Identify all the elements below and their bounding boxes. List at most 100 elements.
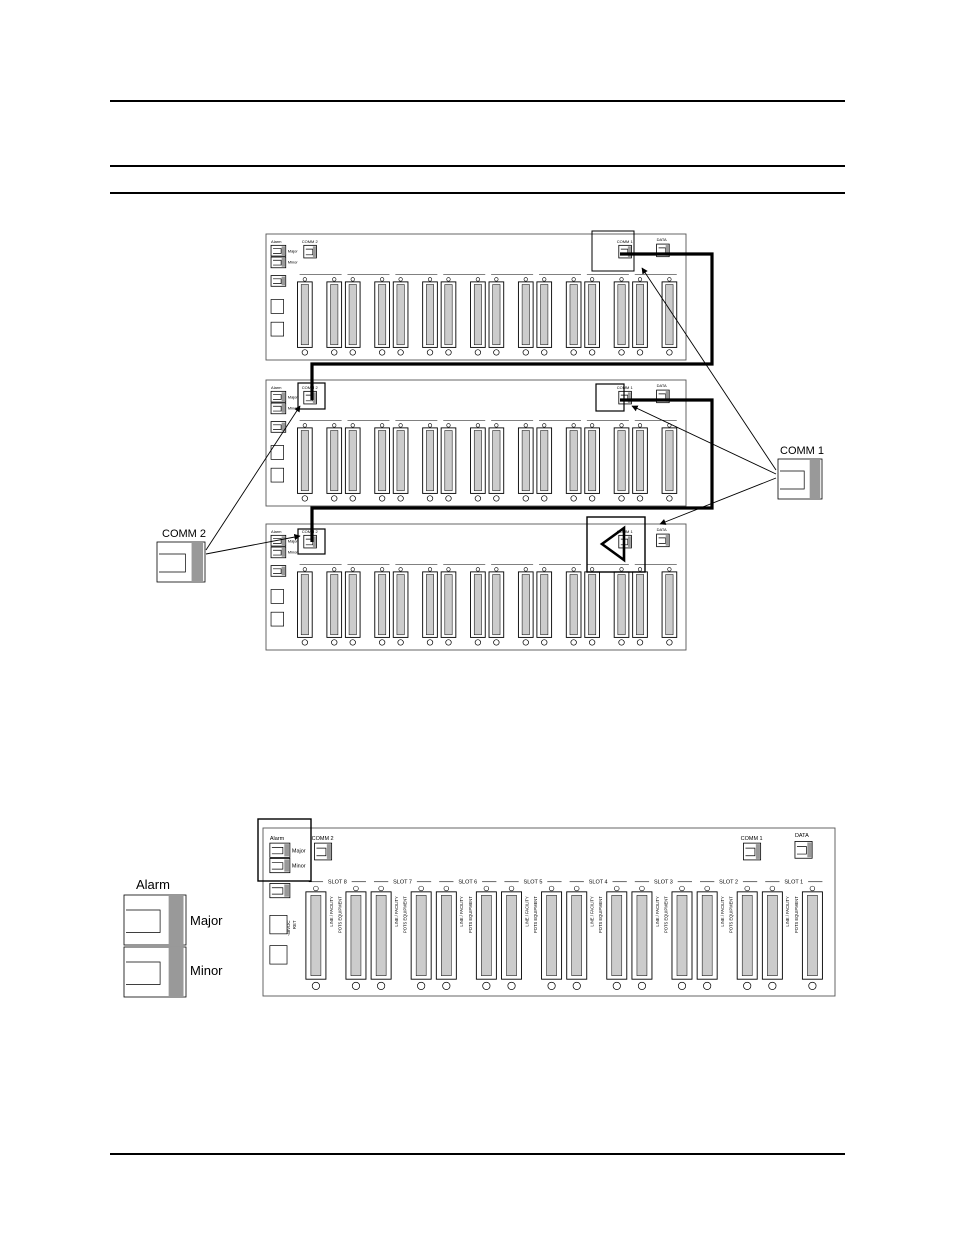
connector-screw-top bbox=[571, 567, 576, 572]
comm1-port bbox=[618, 244, 632, 259]
connector-pins bbox=[426, 430, 434, 492]
connector-screw-top bbox=[475, 423, 480, 428]
connector-screw-bottom bbox=[612, 981, 621, 990]
connector-pins bbox=[396, 430, 405, 492]
data-port-socket bbox=[658, 537, 666, 544]
alarm-major-label: Major bbox=[292, 848, 306, 854]
connector-screw-top bbox=[542, 277, 547, 282]
connector-pins bbox=[636, 895, 648, 976]
connector-pins bbox=[348, 574, 357, 636]
connector-screw-bottom bbox=[379, 495, 386, 502]
slot-label: SLOT 8 bbox=[328, 879, 347, 885]
alarm-major-jack-socket bbox=[273, 394, 282, 400]
connector-screw-top bbox=[443, 885, 449, 892]
comm1-port-label: COMM 1 bbox=[741, 836, 763, 842]
alarm-detail-major-jack bbox=[123, 894, 187, 946]
connector-pins bbox=[378, 284, 387, 346]
connector-screw-top bbox=[302, 277, 307, 282]
aux-jack-latch bbox=[281, 422, 286, 432]
slot-label: SLOT 4 bbox=[589, 879, 608, 885]
aux-jack bbox=[270, 421, 287, 433]
connector-screw-bottom bbox=[636, 639, 644, 646]
alarm-major-jack-socket bbox=[271, 847, 284, 855]
highlight-comm1-shelf2 bbox=[595, 383, 625, 412]
connector-label-line-facility: LINE / FACILITY bbox=[655, 896, 660, 927]
slot-label: SLOT 2 bbox=[719, 879, 738, 885]
connector-screw-bottom bbox=[445, 639, 452, 646]
power-terminal-1 bbox=[270, 445, 284, 460]
connector-label-pots-equipment: POTS EQUIPMENT bbox=[663, 896, 668, 933]
comm2-port-latch bbox=[312, 246, 316, 257]
connector-screw-top bbox=[302, 423, 307, 428]
connector-pins bbox=[330, 284, 339, 346]
connector-screw-bottom bbox=[522, 495, 529, 502]
alarm-major-jack-latch bbox=[281, 392, 286, 402]
alarm-major-jack-body bbox=[270, 390, 287, 403]
connector-screw-top bbox=[637, 567, 643, 572]
connector-screw-top bbox=[380, 423, 385, 428]
connector-pins bbox=[426, 574, 434, 636]
power-terminal-1 bbox=[269, 915, 288, 935]
alarm-detail-minor-jack-socket bbox=[126, 961, 161, 985]
connector-screw-bottom bbox=[703, 981, 712, 990]
alarm-detail-major-label: Major bbox=[190, 913, 223, 928]
comm2-callout-label: COMM 2 bbox=[162, 528, 206, 540]
connector-pins bbox=[611, 895, 623, 976]
connector-pins bbox=[330, 430, 339, 492]
connector-pins bbox=[588, 284, 597, 346]
alarm-minor-jack-socket bbox=[273, 259, 282, 266]
connector-screw-bottom bbox=[331, 495, 338, 502]
power-terminal-2 bbox=[270, 467, 284, 483]
connector-screw-top bbox=[427, 567, 433, 572]
connector-pins bbox=[473, 574, 482, 636]
connector-pins bbox=[569, 574, 578, 636]
comm2-port-label: COMM 2 bbox=[312, 836, 334, 842]
connector-screw-bottom bbox=[331, 639, 338, 646]
alarm-minor-jack-latch bbox=[284, 859, 290, 872]
alarm-major-label: Major bbox=[288, 394, 299, 399]
termination-triangle-icon bbox=[599, 525, 626, 563]
connector-pins bbox=[300, 574, 309, 636]
connector-screw-bottom bbox=[397, 349, 404, 356]
aux-jack-socket bbox=[273, 424, 282, 430]
alarm-major-jack-latch bbox=[281, 536, 286, 546]
connector-screw-bottom bbox=[474, 349, 482, 356]
alarm-detail-title: Alarm bbox=[136, 877, 170, 892]
connector-screw-top bbox=[475, 277, 480, 282]
connector-screw-bottom bbox=[522, 639, 529, 646]
connector-pins bbox=[300, 284, 309, 346]
slot-label: SLOT 3 bbox=[654, 879, 673, 885]
connector-screw-bottom bbox=[636, 495, 644, 502]
connector-screw-bottom bbox=[474, 639, 482, 646]
connector-screw-top bbox=[418, 885, 424, 892]
connector-pins bbox=[588, 430, 597, 492]
highlight-comm2-shelf3 bbox=[297, 528, 326, 555]
data-port bbox=[794, 841, 813, 859]
alarm-minor-label: Minor bbox=[292, 863, 306, 869]
connector-screw-bottom bbox=[541, 639, 548, 646]
highlight-alarm-block bbox=[257, 818, 312, 882]
highlight-comm1-shelf3 bbox=[586, 516, 646, 573]
comm2-port bbox=[303, 390, 317, 405]
connector-label-pots-equipment: POTS EQUIPMENT bbox=[729, 896, 734, 933]
connector-screw-bottom bbox=[618, 349, 625, 356]
alarm-minor-label: Minor bbox=[288, 406, 299, 411]
alarm-minor-jack-body bbox=[270, 402, 287, 415]
connector-pins bbox=[617, 430, 626, 492]
power-terminal-2 bbox=[270, 611, 284, 627]
connector-screw-top bbox=[380, 567, 385, 572]
connector-screw-bottom bbox=[445, 349, 452, 356]
connector-screw-top bbox=[398, 567, 403, 572]
data-port-latch bbox=[665, 391, 669, 402]
connector-screw-top bbox=[353, 885, 359, 892]
alarm-major-jack-body bbox=[270, 534, 287, 547]
connector-pins bbox=[588, 574, 597, 636]
connector-screw-bottom bbox=[541, 495, 548, 502]
comm1-port-label: COMM 1 bbox=[617, 239, 634, 244]
connector-pins bbox=[521, 284, 530, 346]
connector-pins bbox=[665, 284, 674, 346]
alarm-major-jack-socket bbox=[273, 248, 282, 254]
power-terminal-1 bbox=[270, 589, 284, 604]
connector-screw-top bbox=[475, 567, 480, 572]
